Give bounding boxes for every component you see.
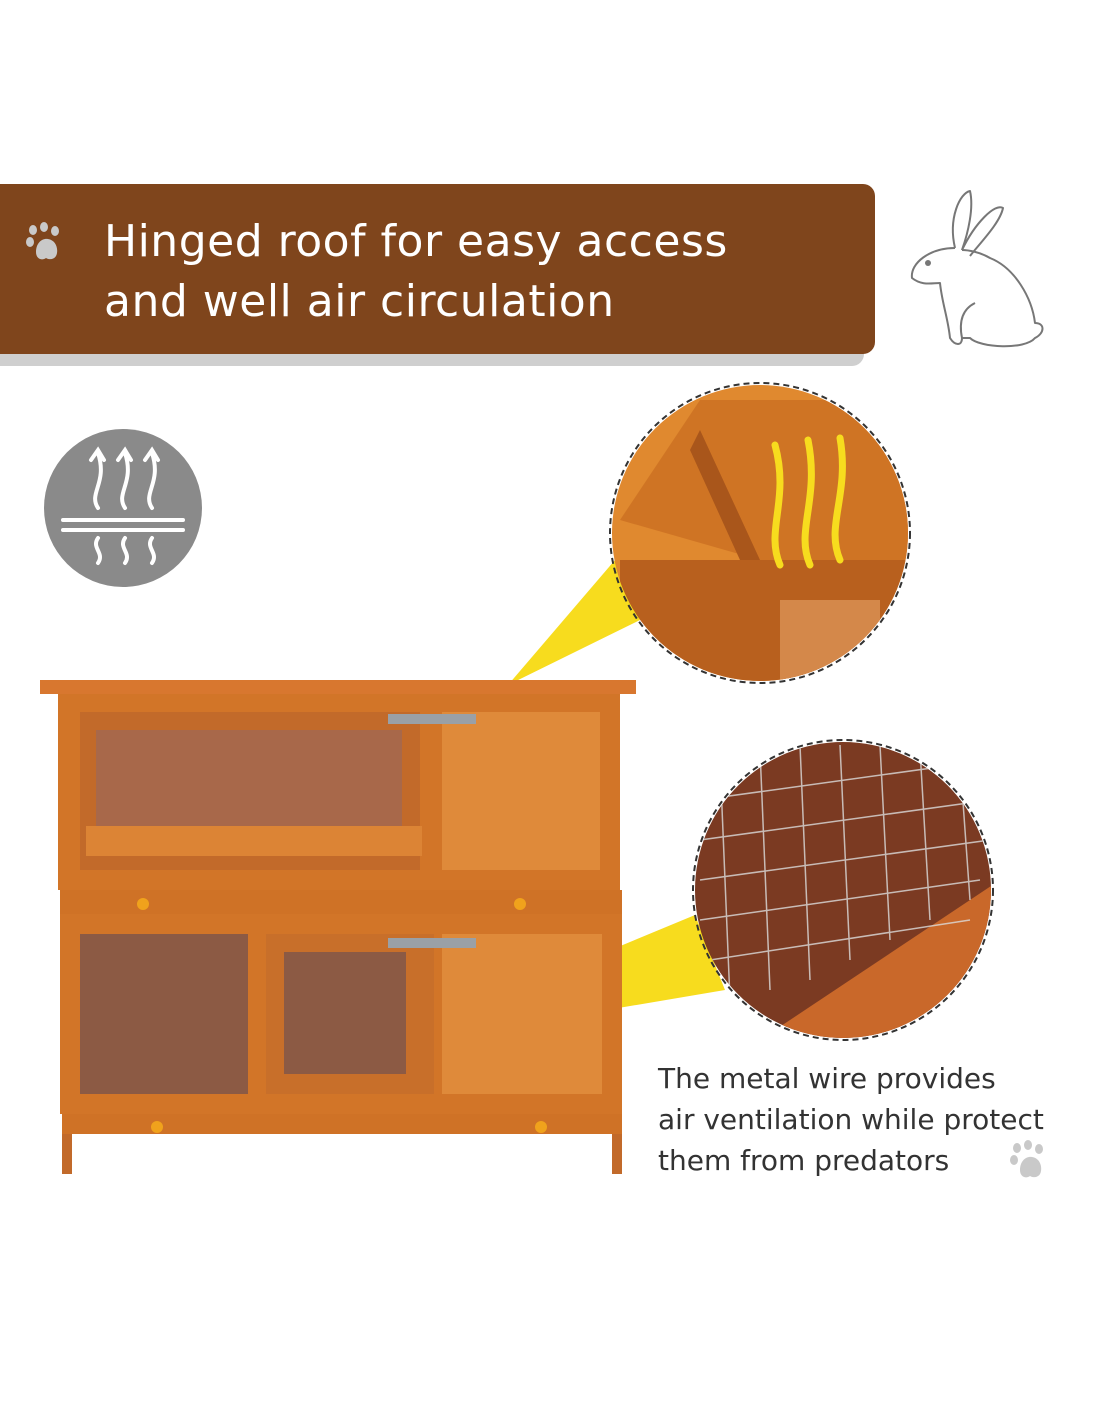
paw-icon <box>26 222 59 260</box>
hutch-product-illustration <box>40 382 994 1174</box>
banner-line-1: Hinged roof for easy access <box>104 216 728 267</box>
paw-icon <box>1010 1140 1043 1178</box>
heat-ventilation-icon <box>44 429 202 587</box>
caption-line-3: them from predators <box>658 1144 950 1177</box>
banner-line-2: and well air circulation <box>104 276 615 327</box>
top-callout-beam <box>508 560 640 685</box>
feature-banner <box>0 184 875 354</box>
wire-mesh-caption: The metal wire provides air ventilation … <box>658 1058 1044 1181</box>
banner-heading: Hinged roof for easy access and well air… <box>104 212 728 332</box>
roof-detail-zoom <box>609 382 911 684</box>
rabbit-icon <box>910 190 1044 348</box>
caption-line-1: The metal wire provides <box>658 1062 996 1095</box>
rabbit-hutch <box>40 680 636 1174</box>
caption-line-2: air ventilation while protect <box>658 1103 1044 1136</box>
wire-mesh-detail-zoom <box>692 739 994 1041</box>
